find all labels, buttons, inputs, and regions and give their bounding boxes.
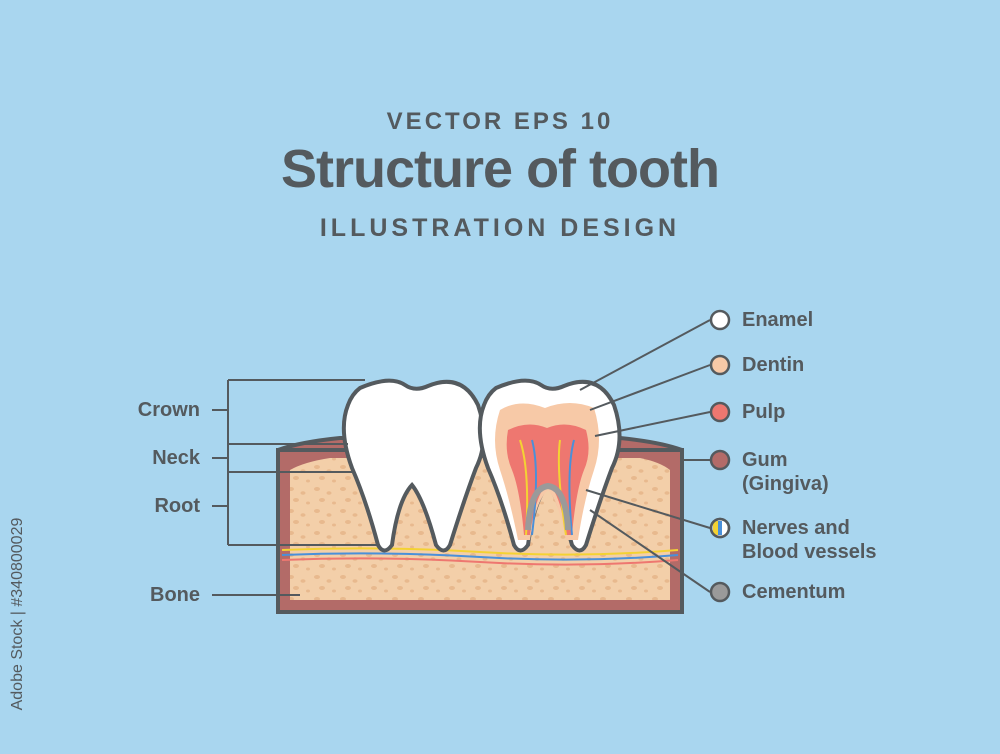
label-pulp: Pulp [742, 401, 786, 423]
cementum-dot [709, 581, 731, 603]
label-enamel: Enamel [742, 309, 814, 331]
label-dentin: Dentin [742, 354, 805, 376]
left-brackets [212, 379, 380, 596]
label-cementum: Cementum [742, 581, 846, 603]
label-root: Root [154, 495, 200, 517]
subtitle-top: VECTOR EPS 10 [386, 108, 614, 135]
cementum [525, 482, 571, 531]
nerves-dot [709, 517, 731, 539]
gum-dot [709, 449, 731, 471]
right-tooth [477, 378, 622, 553]
label-nerves: Nerves and [742, 517, 850, 539]
label-gum: Gum [742, 449, 788, 471]
label-gingiva: (Gingiva) [742, 473, 829, 495]
stock-id: Adobe Stock | #340800029 [9, 517, 26, 711]
dentin-dot [709, 354, 731, 376]
pulp-dot [709, 401, 731, 423]
diagram-title: Structure of tooth [281, 139, 720, 199]
label-bone: Bone [150, 584, 200, 606]
left-tooth [341, 378, 486, 553]
right-leaders [579, 319, 711, 593]
label-blood-vessels: Blood vessels [742, 541, 877, 563]
bone [290, 458, 670, 600]
subtitle-bottom: ILLUSTRATION DESIGN [319, 214, 681, 242]
label-neck: Neck [152, 447, 200, 469]
enamel-dot [709, 309, 731, 331]
label-crown: Crown [137, 399, 200, 421]
